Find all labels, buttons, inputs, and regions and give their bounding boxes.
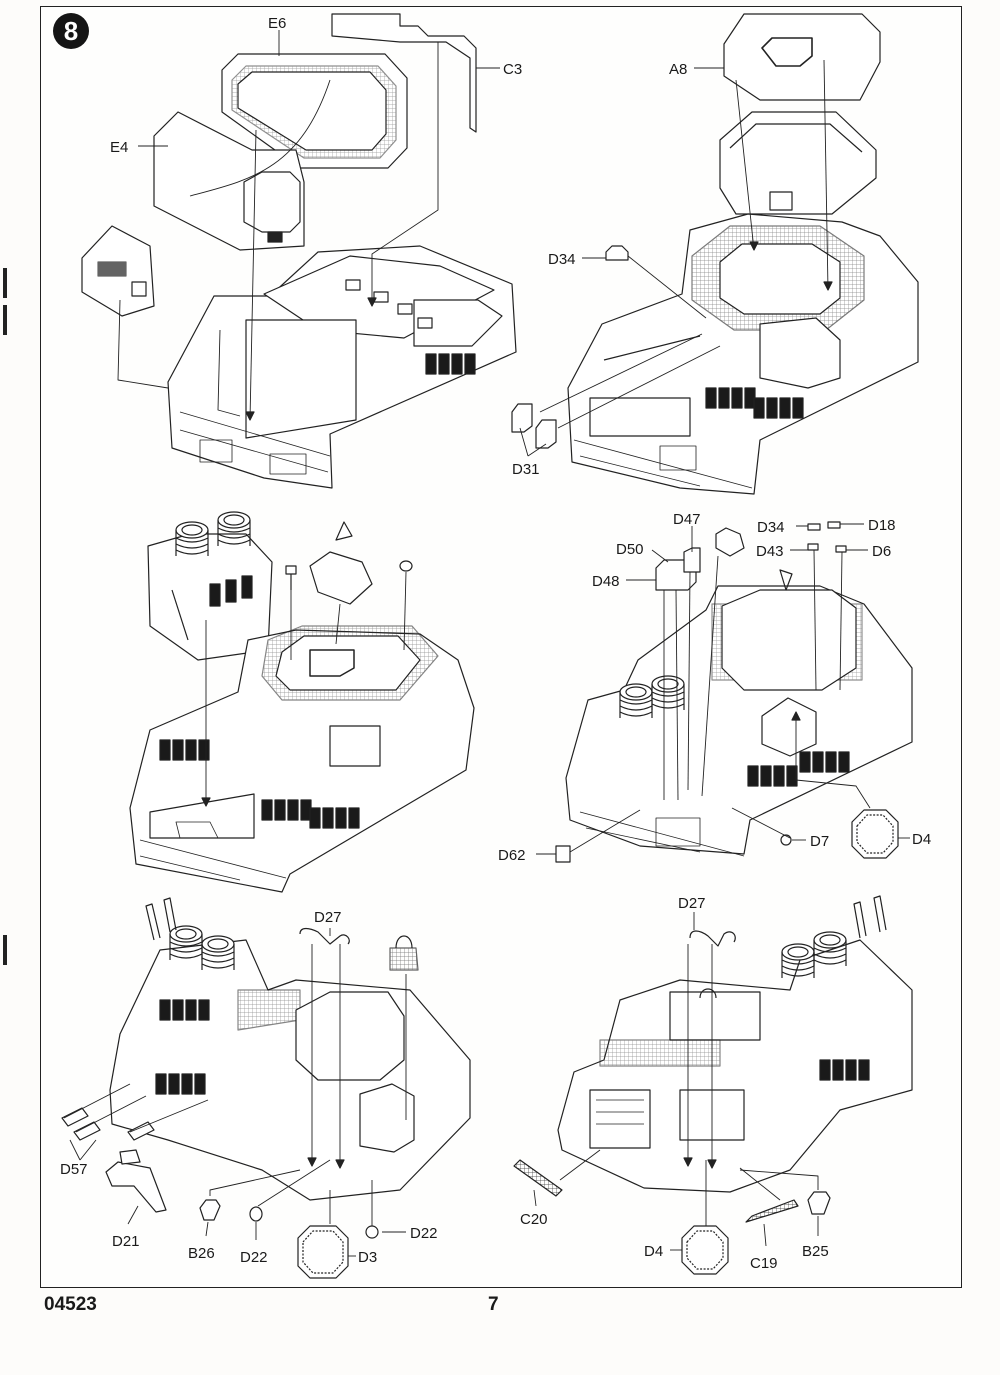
label-d3: D3 — [358, 1249, 377, 1266]
label-c19: C19 — [750, 1255, 778, 1272]
panel-5-stern-fittings — [61, 897, 471, 1279]
panel-1-deck-assembly — [81, 13, 517, 489]
panel-6-final-fittings — [513, 895, 913, 1275]
label-d34-top: D34 — [548, 251, 576, 268]
edge-mark — [3, 268, 7, 298]
label-e6: E6 — [268, 15, 286, 32]
panel-3-mast-and-funnel — [129, 511, 475, 893]
label-d31: D31 — [512, 461, 540, 478]
label-d48: D48 — [592, 573, 620, 590]
step-number-badge: 8 — [53, 13, 89, 49]
label-b26: B26 — [188, 1245, 215, 1262]
label-c20: C20 — [520, 1211, 548, 1228]
label-d22-right: D22 — [410, 1225, 438, 1242]
label-d22-left: D22 — [240, 1249, 268, 1266]
label-d34-mid: D34 — [757, 519, 785, 536]
label-d62: D62 — [498, 847, 526, 864]
label-d7: D7 — [810, 833, 829, 850]
label-d43: D43 — [756, 543, 784, 560]
edge-mark — [3, 935, 7, 965]
label-d47: D47 — [673, 511, 701, 528]
callout-leaders — [69, 30, 910, 1257]
label-d18: D18 — [868, 517, 896, 534]
edge-mark — [3, 305, 7, 335]
label-c3: C3 — [503, 61, 522, 78]
label-b25: B25 — [802, 1243, 829, 1260]
label-d57: D57 — [60, 1161, 88, 1178]
label-d21: D21 — [112, 1233, 140, 1250]
kit-number: 04523 — [44, 1294, 97, 1315]
label-d50: D50 — [616, 541, 644, 558]
label-d6: D6 — [872, 543, 891, 560]
label-e4: E4 — [110, 139, 128, 156]
label-a8: A8 — [669, 61, 687, 78]
label-d27-left: D27 — [314, 909, 342, 926]
label-d4-bottom: D4 — [644, 1243, 663, 1260]
label-d4-mid: D4 — [912, 831, 931, 848]
panel-4-mast-details — [555, 521, 913, 863]
label-d27-right: D27 — [678, 895, 706, 912]
page-number: 7 — [488, 1294, 499, 1315]
